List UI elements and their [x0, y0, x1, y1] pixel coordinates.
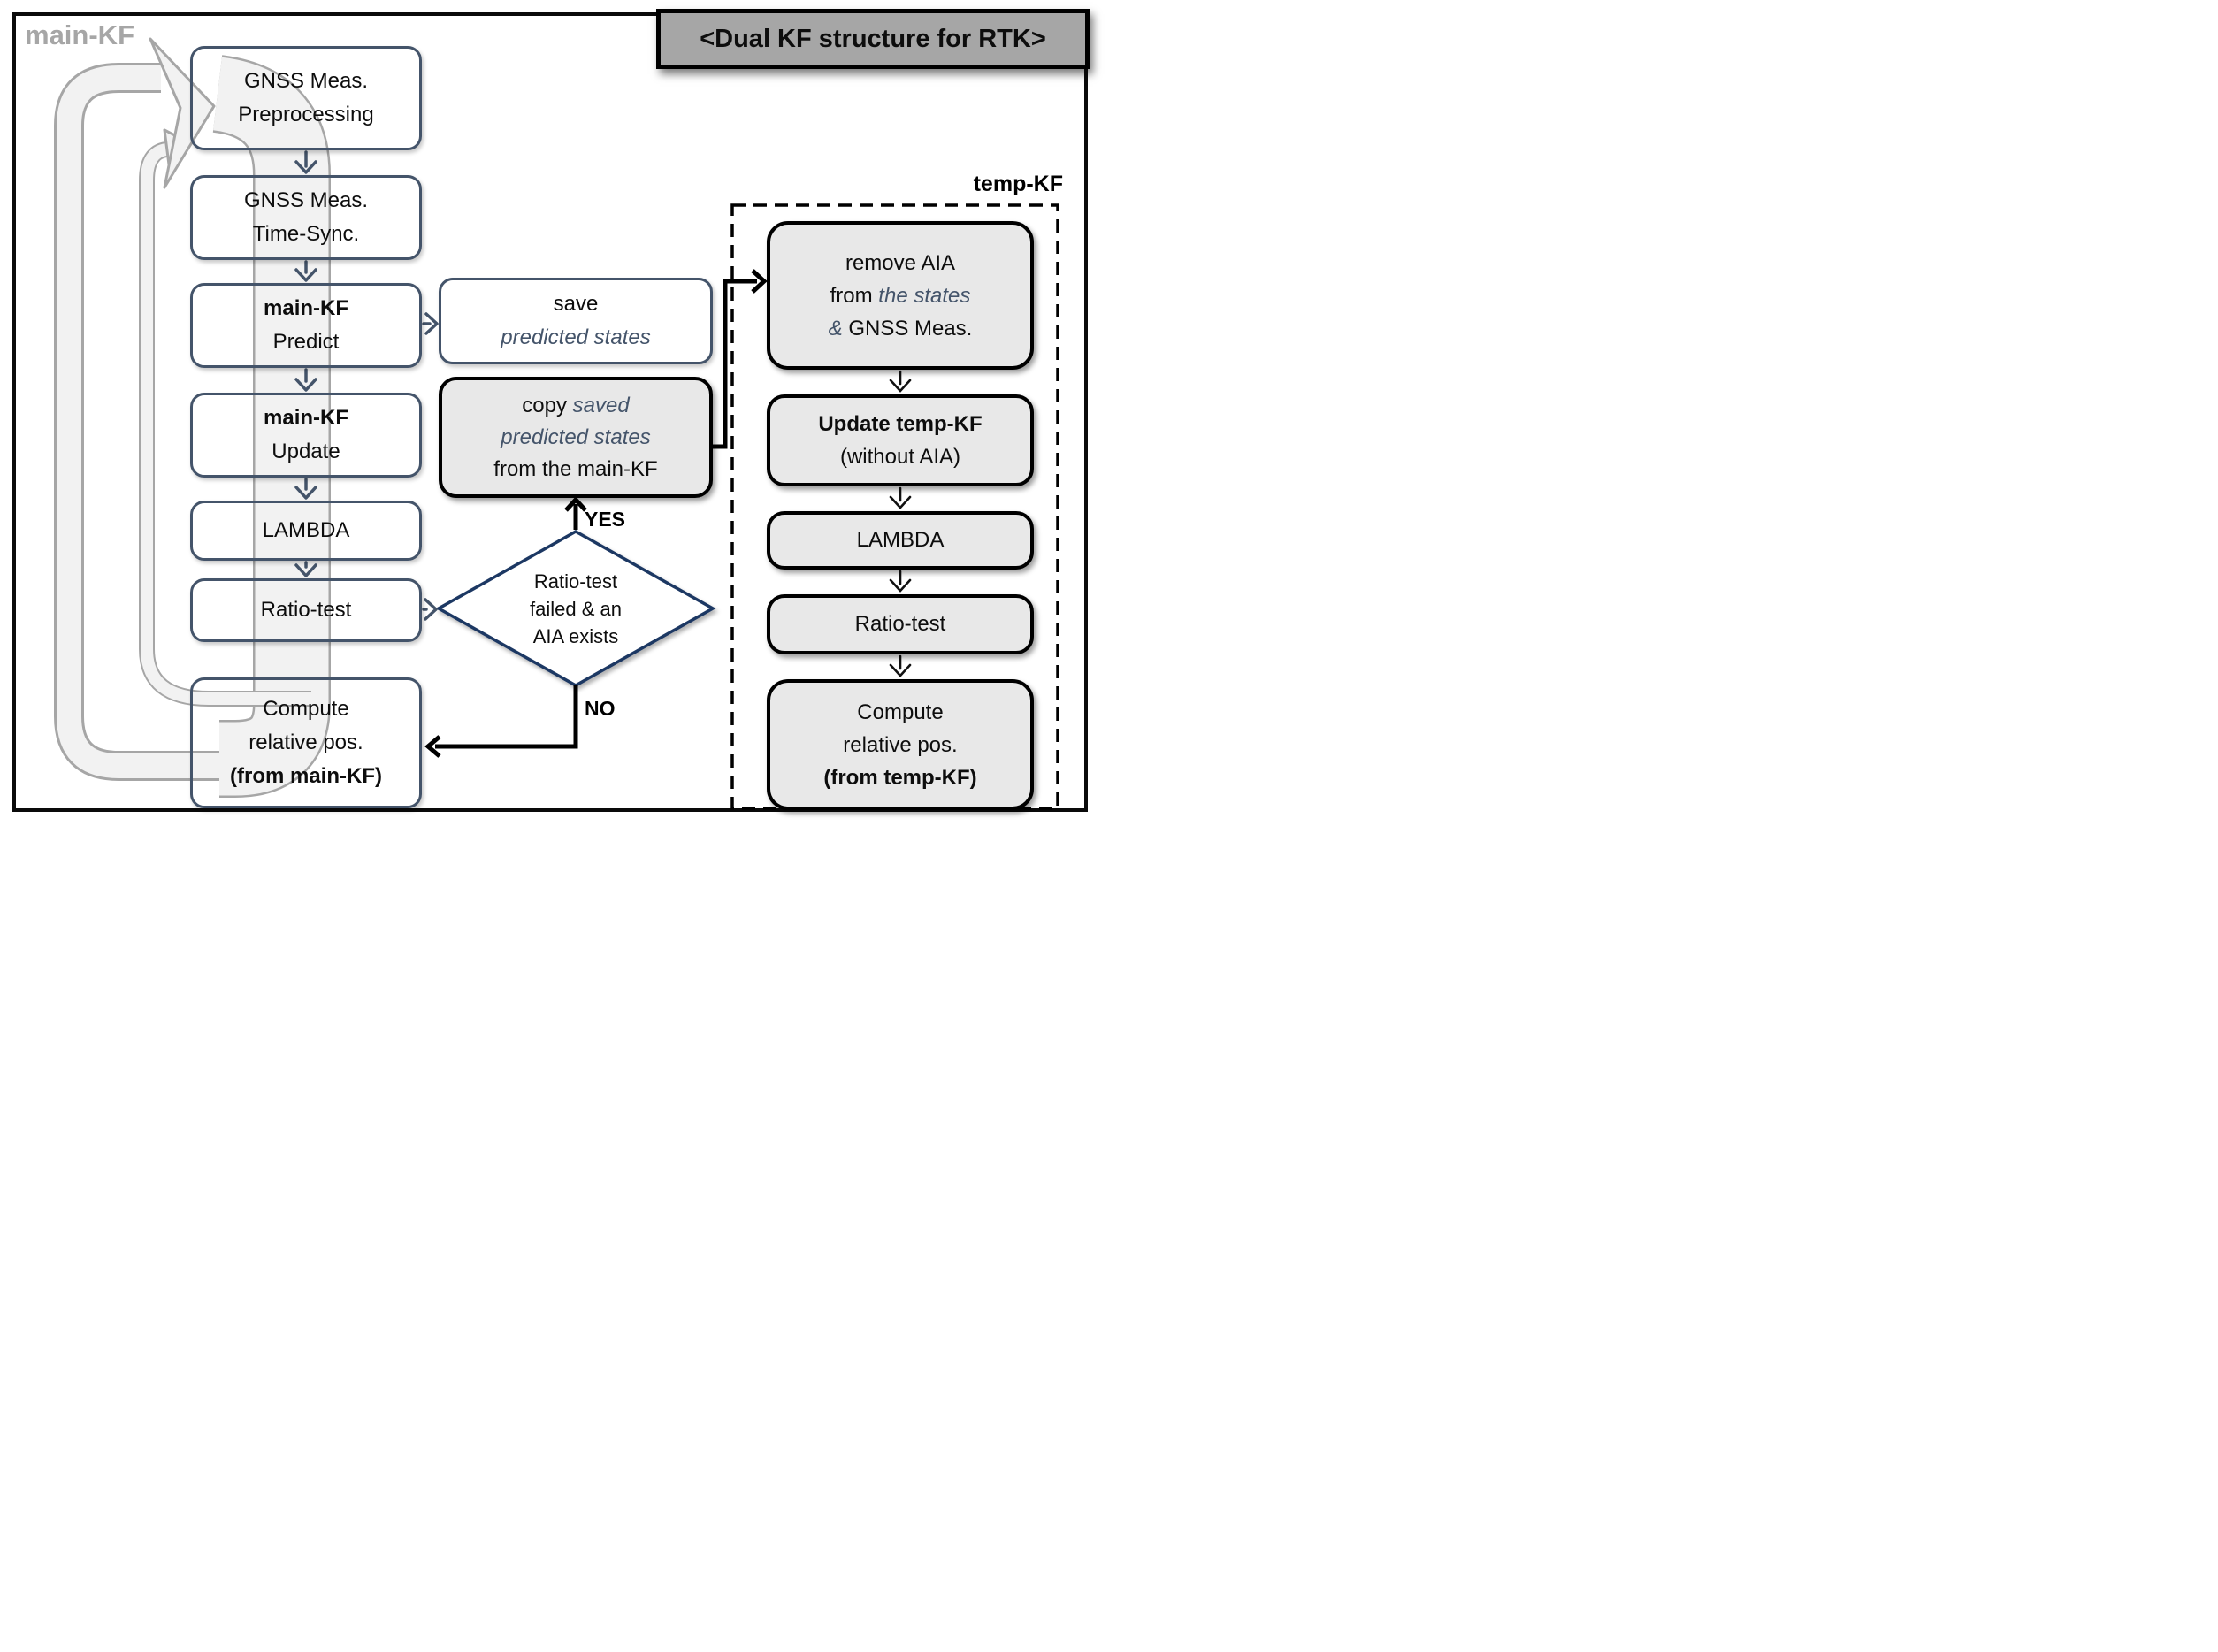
node-line: from the states [830, 279, 971, 312]
node-line: save [553, 292, 599, 316]
remove-aia-italic: the states [878, 283, 971, 308]
title-text: <Dual KF structure for RTK> [700, 24, 1046, 53]
node-line: GNSS Meas. [243, 69, 369, 93]
decision-yes-connector [564, 496, 587, 530]
node-line: copy saved [522, 390, 629, 422]
node-compute-temp: Compute relative pos. (from temp-KF) [767, 679, 1034, 810]
main-loop-arrowhead-icon [149, 37, 216, 189]
node-lambda-main: LAMBDA [190, 501, 422, 561]
arrow-predict-to-update [294, 368, 317, 392]
node-line: Predict [272, 330, 340, 354]
remove-aia-gnss: GNSS Meas. [848, 316, 973, 340]
arrow-ratiotest-to-compute-temp [889, 654, 912, 677]
node-ratio-test-temp: Ratio-test [767, 594, 1034, 654]
arrow-lambda-to-ratiotest [294, 561, 317, 577]
decision-ratio-test-failed: Ratio-test failed & an AIA exists [470, 568, 682, 650]
node-save-predicted-states: save predicted states [439, 278, 713, 364]
node-line: Preprocessing [238, 103, 374, 126]
copy-to-removeaia-connector [713, 269, 768, 449]
node-line: (from main-KF) [230, 764, 382, 788]
node-line: relative pos. [843, 732, 958, 757]
node-line: LAMBDA [262, 518, 350, 542]
node-line: main-KF [264, 406, 348, 430]
decision-line: failed & an [530, 598, 622, 620]
arrow-update-to-lambda-temp [889, 486, 912, 509]
node-compute-main: Compute relative pos. (from main-KF) [190, 677, 422, 808]
decision-line: Ratio-test [533, 570, 618, 593]
remove-aia-amp: & [828, 316, 849, 340]
arrow-lambda-to-ratiotest-temp [889, 570, 912, 593]
node-gnss-preprocessing: GNSS Meas. Preprocessing [190, 46, 422, 150]
node-line: Ratio-test [260, 598, 352, 622]
dual-kf-flowchart: main-KF temp-KF <Dual KF structure for R… [0, 0, 1109, 826]
node-line: predicted states [501, 325, 651, 349]
node-line: remove AIA [845, 250, 956, 275]
temp-kf-label: temp-KF [973, 172, 1063, 196]
node-line: Ratio-test [854, 612, 946, 636]
node-main-kf-update: main-KF Update [190, 393, 422, 478]
arrow-ratiotest-to-decision [422, 598, 438, 621]
node-line: Update temp-KF [818, 412, 983, 436]
node-line: Update [272, 440, 340, 463]
node-lambda-temp: LAMBDA [767, 511, 1034, 570]
node-main-kf-predict: main-KF Predict [190, 283, 422, 368]
arrow-update-to-lambda [294, 478, 317, 500]
node-gnss-time-sync: GNSS Meas. Time-Sync. [190, 175, 422, 260]
arrow-timesync-to-predict [294, 260, 317, 282]
node-line: Compute [263, 697, 349, 721]
title-box: <Dual KF structure for RTK> [656, 9, 1090, 69]
node-line: relative pos. [249, 730, 363, 754]
node-copy-predicted-states: copy saved predicted states from the mai… [439, 377, 713, 498]
node-line: predicted states [501, 424, 651, 449]
decision-no-connector [424, 685, 578, 758]
node-ratio-test-main: Ratio-test [190, 578, 422, 642]
arrow-predict-to-save [422, 312, 439, 335]
node-line: Time-Sync. [252, 222, 360, 246]
yes-label: YES [585, 508, 626, 531]
node-line: main-KF [264, 296, 348, 320]
node-line: GNSS Meas. [243, 188, 369, 212]
remove-aia-plain: from [830, 283, 879, 308]
arrow-preprocessing-to-timesync [294, 150, 317, 174]
node-remove-aia: remove AIA from the states & GNSS Meas. [767, 221, 1034, 370]
copy-text-italic: saved [572, 393, 630, 417]
copy-text-plain: copy [522, 393, 573, 417]
decision-line: AIA exists [532, 625, 619, 647]
node-line: (without AIA) [839, 445, 961, 469]
node-line: from the main-KF [493, 456, 658, 481]
node-line: & GNSS Meas. [829, 312, 973, 345]
node-update-temp-kf: Update temp-KF (without AIA) [767, 394, 1034, 486]
node-line: LAMBDA [856, 528, 945, 552]
node-line: (from temp-KF) [823, 765, 977, 790]
arrow-removeaia-to-update [889, 370, 912, 393]
main-kf-label: main-KF [25, 19, 134, 50]
no-label: NO [585, 697, 616, 720]
node-line: Compute [857, 700, 944, 724]
figure-frame [12, 12, 1088, 812]
